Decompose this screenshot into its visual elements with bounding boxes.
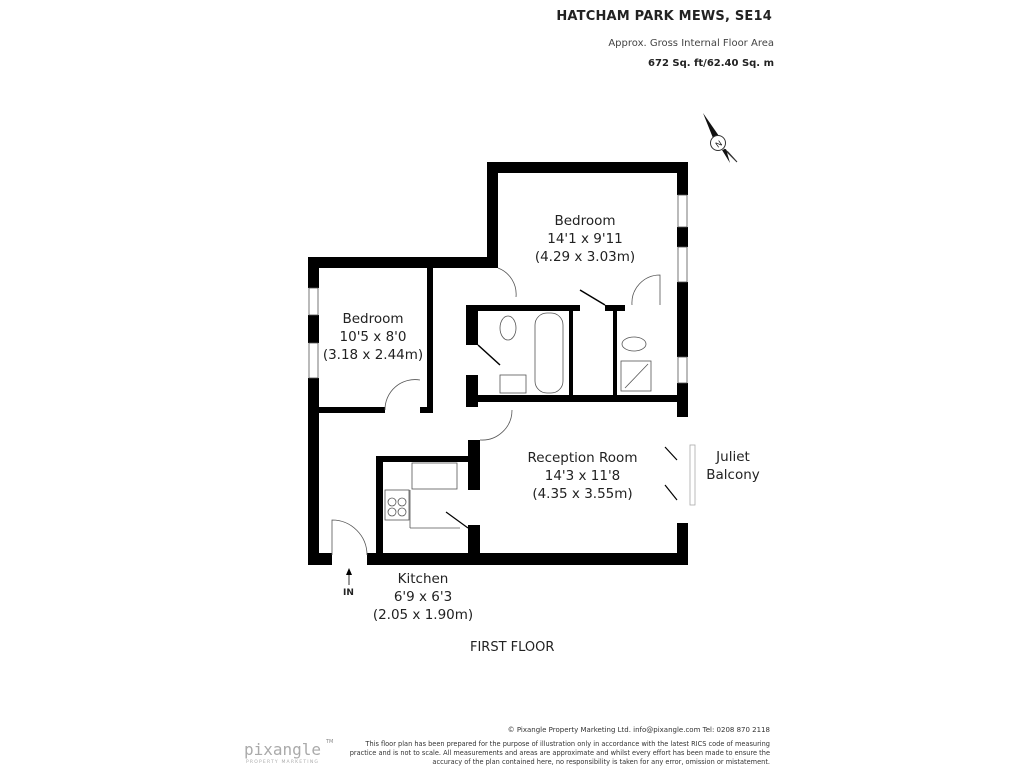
logo-tm: TM <box>326 739 334 745</box>
room-imperial: 6'9 x 6'3 <box>393 589 453 605</box>
room-imperial: 14'3 x 11'8 <box>544 468 621 484</box>
floor-area: 672 Sq. ft/62.40 Sq. m <box>648 58 774 69</box>
north-arrow-icon: N <box>703 113 738 163</box>
logo-tagline: PROPERTY MARKETING <box>246 760 320 765</box>
entrance-label: IN <box>343 588 354 598</box>
compass-label: N <box>714 139 724 150</box>
room-master-bedroom: Bedroom 14'1 x 9'11 (4.29 x 3.03m) <box>500 212 670 266</box>
pixangle-logo: pixangle <box>244 740 322 759</box>
room-metric: (4.35 x 3.55m) <box>532 486 633 502</box>
room-metric: (3.18 x 2.44m) <box>322 347 424 363</box>
room-imperial: 14'1 x 9'11 <box>547 231 623 247</box>
copyright: © Pixangle Property Marketing Ltd. info@… <box>507 726 770 734</box>
room-reception: Reception Room 14'3 x 11'8 (4.35 x 3.55m… <box>500 449 665 503</box>
room-metric: (4.29 x 3.03m) <box>534 249 636 265</box>
area-subtitle: Approx. Gross Internal Floor Area <box>608 38 774 49</box>
room-kitchen: Kitchen 6'9 x 6'3 (2.05 x 1.90m) <box>363 570 483 624</box>
fixtures <box>308 194 696 585</box>
property-title: HATCHAM PARK MEWS, SE14 <box>556 9 772 24</box>
room-name: Kitchen <box>397 571 449 587</box>
juliet-balcony-label: Juliet Balcony <box>698 448 768 484</box>
room-name: Bedroom <box>554 213 616 229</box>
floor-label: FIRST FLOOR <box>470 640 555 655</box>
balcony-line-1: Juliet <box>716 449 750 465</box>
balcony-line-2: Balcony <box>706 467 760 483</box>
room-imperial: 10'5 x 8'0 <box>339 329 407 345</box>
room-bedroom-2: Bedroom 10'5 x 8'0 (3.18 x 2.44m) <box>318 310 428 364</box>
walls <box>308 162 688 565</box>
room-name: Bedroom <box>342 311 404 327</box>
entrance-arrow-icon <box>346 568 352 575</box>
room-name: Reception Room <box>527 450 638 466</box>
room-metric: (2.05 x 1.90m) <box>372 607 474 623</box>
disclaimer: This floor plan has been prepared for th… <box>349 740 770 766</box>
